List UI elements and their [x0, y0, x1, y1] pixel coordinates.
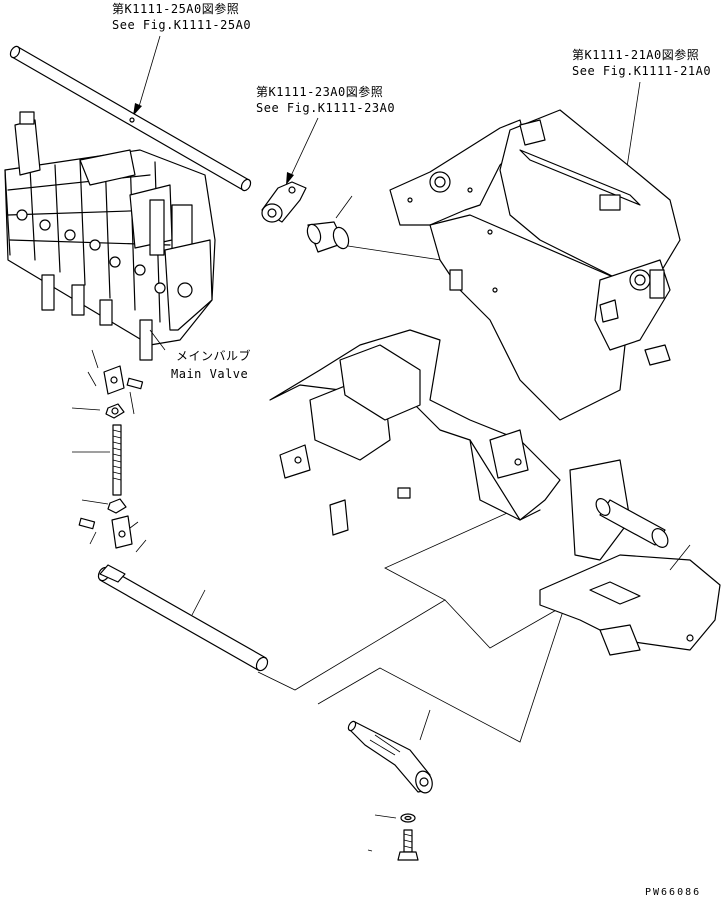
- lever-part: [261, 181, 307, 223]
- reference-label-23a0: 第K1111-23A0図参照 See Fig.K1111-23A0: [256, 84, 395, 115]
- main-valve-label-jp: メインバルブ: [176, 348, 251, 363]
- linkage-hardware: [71, 349, 147, 553]
- base-plate: [269, 329, 561, 536]
- lower-pin: [347, 720, 433, 794]
- lower-rod: [97, 564, 269, 672]
- reference-label-21a0: 第K1111-21A0図参照 See Fig.K1111-21A0: [572, 47, 711, 78]
- drawing-code: PW66086: [645, 887, 701, 898]
- reference-25a0-en: See Fig.K1111-25A0: [112, 18, 251, 32]
- bolt: [367, 829, 419, 861]
- reference-25a0-jp: 第K1111-25A0図参照: [112, 1, 239, 16]
- reference-23a0-en: See Fig.K1111-23A0: [256, 101, 395, 115]
- leader-25a0: [133, 35, 161, 116]
- projection-lines: [257, 495, 566, 743]
- reference-21a0-jp: 第K1111-21A0図参照: [572, 47, 699, 62]
- reference-label-25a0: 第K1111-25A0図参照 See Fig.K1111-25A0: [112, 1, 251, 32]
- reference-23a0-jp: 第K1111-23A0図参照: [256, 84, 383, 99]
- frame-bracket: [389, 109, 681, 421]
- leader-23a0: [286, 117, 319, 185]
- main-valve: [4, 111, 216, 361]
- main-valve-label-en: Main Valve: [171, 367, 248, 381]
- reference-21a0-en: See Fig.K1111-21A0: [572, 64, 711, 78]
- lower-right-bracket: [539, 459, 721, 656]
- main-valve-label: メインバルブ Main Valve: [171, 348, 251, 381]
- upper-rod: [9, 45, 252, 192]
- washer: [374, 813, 416, 823]
